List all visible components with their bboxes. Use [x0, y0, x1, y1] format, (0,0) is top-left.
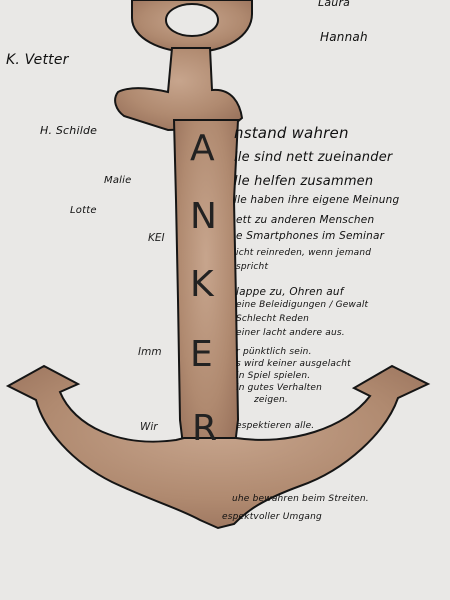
anchor-letter-n: N	[190, 196, 217, 237]
rule-line: e Smartphones im Seminar	[236, 230, 385, 242]
rule-line: zeigen.	[254, 395, 288, 405]
signature-k-vetter: K. Vetter	[6, 52, 69, 68]
rule-line: ett zu anderen Menschen	[236, 214, 375, 226]
anchor-ring	[131, 0, 253, 54]
anchor-arms	[5, 364, 431, 530]
rule-line: in Spiel spielen.	[236, 371, 311, 381]
rule-line: lappe zu, Ohren auf	[236, 286, 344, 298]
signature-h-schilde: H. Schilde	[40, 124, 98, 137]
rule-line: espektvoller Umgang	[222, 512, 322, 522]
marker-kei: KEI	[148, 232, 165, 244]
rule-line: lle haben ihre eigene Meinung	[234, 194, 400, 206]
anchor-crossbar	[114, 47, 244, 132]
rule-line: lle helfen zusammen	[234, 174, 374, 189]
signature-hannah: Hannah	[320, 30, 368, 44]
anchor-letter-a: A	[190, 128, 215, 169]
rule-line: nstand wahren	[234, 124, 349, 142]
rule-line: espektieren alle.	[236, 421, 315, 431]
rule-line: Schlecht Reden	[236, 314, 309, 324]
rule-line: lle sind nett zueinander	[234, 150, 393, 165]
signature-top-center: Laura	[318, 0, 351, 9]
marker-imm: Imm	[138, 346, 162, 358]
rule-line: r pünktlich sein.	[236, 347, 312, 357]
rule-line: icht reinreden, wenn jemand	[236, 248, 372, 258]
signature-lotte: Lotte	[70, 205, 97, 216]
anchor-letter-e: E	[190, 334, 213, 375]
rule-line: uhe bewahren beim Streiten.	[232, 494, 369, 504]
anchor-letter-r: R	[192, 408, 218, 449]
rule-line: spricht	[236, 262, 269, 272]
rule-line: in gutes Verhalten	[236, 383, 323, 393]
rule-line: einer lacht andere aus.	[236, 328, 345, 338]
signature-malie: Malie	[104, 175, 132, 186]
rule-line: s wird keiner ausgelacht	[236, 359, 351, 369]
marker-wir: Wir	[140, 421, 158, 433]
anchor-letter-k: K	[190, 264, 214, 305]
rule-line: eine Beleidigungen / Gewalt	[236, 300, 369, 310]
